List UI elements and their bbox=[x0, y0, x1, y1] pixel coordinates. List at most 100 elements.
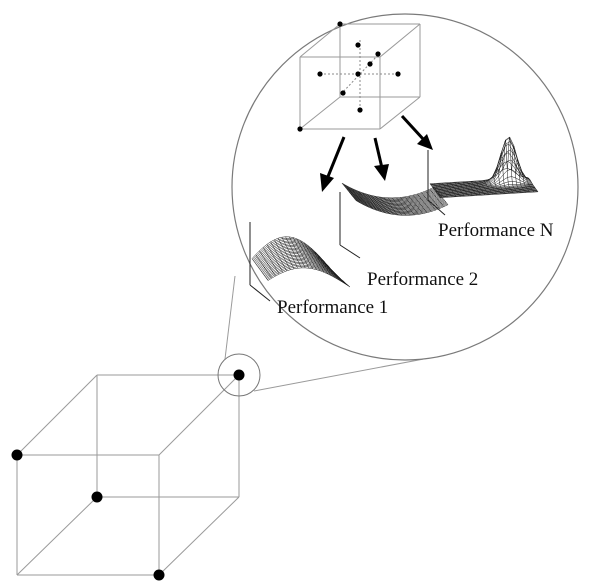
mesh-line bbox=[431, 143, 530, 186]
sample-axis bbox=[341, 54, 379, 94]
cube-edge bbox=[16, 374, 98, 456]
mesh-line bbox=[350, 193, 443, 209]
sample-cube-edge bbox=[299, 96, 341, 130]
arrow-to-performance-n bbox=[400, 114, 426, 142]
mesh-line bbox=[343, 184, 436, 200]
mesh-line bbox=[265, 263, 348, 286]
performance-1-label: Performance 1 bbox=[277, 297, 388, 318]
mesh-line bbox=[343, 185, 437, 201]
mesh-line bbox=[262, 257, 346, 283]
cube-edge bbox=[158, 374, 240, 456]
mesh-line bbox=[267, 266, 350, 287]
mesh-line bbox=[262, 256, 345, 283]
sample-point bbox=[337, 21, 343, 27]
sample-point bbox=[357, 107, 363, 113]
mesh-line bbox=[435, 185, 534, 193]
mesh-line bbox=[434, 184, 534, 191]
sample-point bbox=[340, 90, 346, 96]
arrowhead-icon bbox=[417, 134, 433, 150]
cube-edge bbox=[16, 496, 98, 576]
mesh-line bbox=[437, 187, 536, 194]
surface-mesh bbox=[429, 136, 539, 198]
surface-mesh bbox=[341, 182, 449, 216]
mesh-line bbox=[353, 197, 446, 213]
mesh-line bbox=[260, 253, 343, 281]
mesh-line bbox=[439, 190, 538, 197]
mesh-line bbox=[355, 199, 448, 215]
mesh-line bbox=[351, 194, 444, 211]
mesh-line bbox=[264, 261, 348, 285]
mesh-line bbox=[432, 149, 531, 189]
mesh-line bbox=[434, 181, 533, 191]
mesh-line bbox=[353, 197, 447, 214]
arrows bbox=[320, 114, 433, 192]
mesh-line bbox=[430, 152, 529, 186]
mesh-line bbox=[259, 250, 342, 280]
surface-mesh bbox=[251, 236, 351, 288]
mesh-line bbox=[266, 264, 349, 286]
local-sample-cube bbox=[297, 21, 421, 132]
surface-axis bbox=[249, 284, 271, 302]
surface-plot-performance-1 bbox=[249, 222, 351, 302]
sample-cube-edge bbox=[299, 23, 341, 58]
surface-plot-performance-2 bbox=[339, 182, 449, 259]
zoom-connector-line bbox=[253, 354, 446, 392]
mesh-line bbox=[439, 190, 538, 198]
surface-plot-performance-n bbox=[427, 136, 539, 216]
performance-n-label: Performance N bbox=[438, 220, 554, 241]
mesh-line bbox=[429, 168, 529, 184]
mesh-line bbox=[342, 183, 435, 199]
mesh-line bbox=[348, 191, 442, 207]
surface-axis bbox=[427, 199, 446, 216]
mesh-line bbox=[355, 200, 449, 216]
mesh-line bbox=[352, 195, 445, 211]
design-point bbox=[91, 491, 103, 503]
performance-2-label: Performance 2 bbox=[367, 269, 478, 290]
mesh-line bbox=[345, 187, 438, 203]
arrow-to-performance-1 bbox=[325, 136, 346, 180]
mesh-line bbox=[436, 186, 535, 193]
mesh-line bbox=[435, 185, 534, 192]
arrow-to-performance-2 bbox=[373, 137, 384, 169]
zoom-connector-line bbox=[224, 275, 236, 360]
mesh-line bbox=[345, 186, 438, 203]
sample-point bbox=[367, 61, 373, 67]
design-point bbox=[11, 449, 23, 461]
sample-point bbox=[395, 71, 401, 77]
mesh-line bbox=[346, 188, 439, 204]
mesh-line bbox=[437, 188, 536, 195]
mesh-line bbox=[261, 254, 344, 282]
mesh-line bbox=[263, 259, 346, 284]
design-cube bbox=[11, 369, 245, 581]
sample-cube-edge bbox=[379, 23, 421, 58]
sample-point bbox=[297, 126, 303, 132]
mesh-line bbox=[437, 188, 536, 196]
mesh-line bbox=[349, 192, 442, 208]
mesh-line bbox=[433, 169, 532, 190]
cube-edge bbox=[158, 496, 240, 576]
arrowhead-icon bbox=[320, 173, 334, 192]
mesh-line bbox=[439, 191, 539, 198]
sample-point bbox=[375, 51, 381, 57]
mesh-line bbox=[432, 136, 531, 187]
mesh-line bbox=[264, 260, 347, 285]
design-point bbox=[153, 569, 165, 581]
mesh-line bbox=[438, 189, 537, 197]
mesh-line bbox=[352, 196, 445, 212]
mesh-line bbox=[433, 159, 532, 189]
surface-axis bbox=[339, 244, 361, 259]
mesh-line bbox=[354, 198, 447, 215]
mesh-line bbox=[348, 190, 441, 207]
mesh-line bbox=[346, 189, 440, 205]
mesh-line bbox=[259, 252, 343, 281]
mesh-line bbox=[350, 194, 444, 210]
mesh-line bbox=[438, 189, 537, 196]
mesh-line bbox=[344, 186, 437, 202]
mesh-line bbox=[430, 161, 529, 185]
mesh-line bbox=[267, 267, 351, 288]
zoom-indicator bbox=[217, 13, 579, 397]
mesh-line bbox=[432, 140, 531, 188]
mesh-line bbox=[341, 182, 435, 199]
